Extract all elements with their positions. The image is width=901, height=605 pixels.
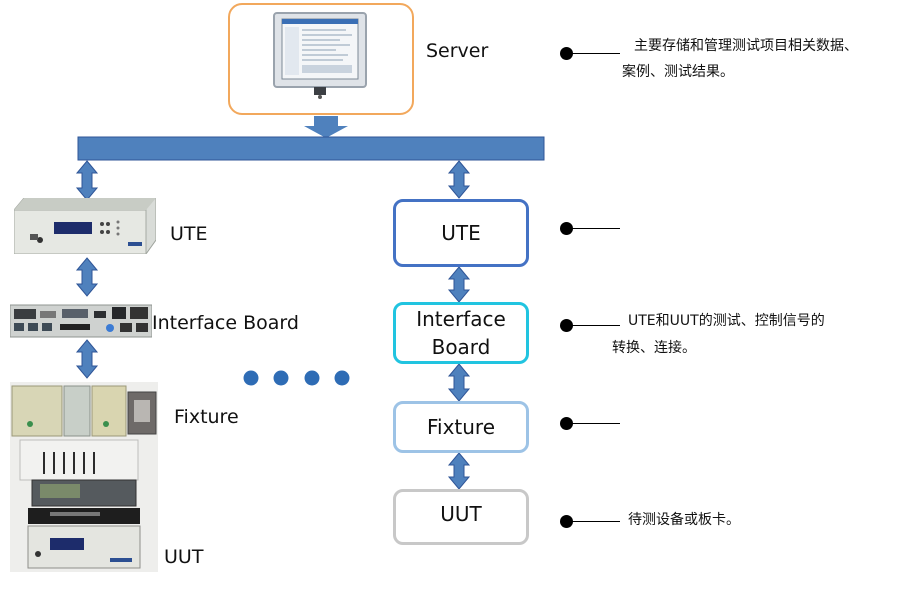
- server-label: Server: [426, 40, 489, 62]
- interface-desc-line1: UTE和UUT的测试、控制信号的: [628, 313, 825, 329]
- network-bus: [77, 136, 545, 161]
- server-to-bus-arrow: [304, 116, 348, 138]
- fixture-desc-bullet: [560, 417, 573, 430]
- uut-desc-line: [572, 521, 620, 522]
- uut-desc-line1: 待测设备或板卡。: [628, 512, 740, 528]
- ute-label: UTE: [170, 223, 208, 245]
- ute-desc-bullet: [560, 222, 573, 235]
- ute-device-icon: [14, 198, 156, 254]
- uut-label: UUT: [164, 546, 204, 568]
- interface-board-node-label: Interface Board: [416, 305, 506, 361]
- bus-ute-left-arrow: [75, 160, 99, 201]
- ute-node-label: UTE: [441, 221, 481, 245]
- interface-node-line2: Board: [431, 335, 491, 359]
- server-desc-line1: 主要存储和管理测试项目相关数据、: [634, 38, 858, 54]
- server-desc-line2: 案例、测试结果。: [622, 64, 734, 80]
- fixture-node: Fixture: [393, 401, 529, 453]
- server-monitor-icon: [273, 12, 367, 99]
- interface-fixture-left-arrow: [75, 339, 99, 379]
- interface-desc-line: [572, 325, 620, 326]
- uut-node-label: UUT: [440, 502, 482, 526]
- uut-desc-bullet: [560, 515, 573, 528]
- interface-desc-line2: 转换、连接。: [612, 340, 696, 356]
- fixture-node-label: Fixture: [426, 415, 496, 439]
- bus-ute-right-arrow: [447, 160, 471, 199]
- ute-interface-right-arrow: [447, 266, 471, 303]
- fixture-uut-right-arrow: [447, 452, 471, 490]
- interface-board-node: Interface Board: [393, 302, 529, 364]
- fixture-label: Fixture: [174, 406, 239, 428]
- interface-board-label: Interface Board: [152, 312, 299, 334]
- ute-node: UTE: [393, 199, 529, 267]
- fixture-equipment-icon: [10, 382, 158, 572]
- server-box: [228, 3, 414, 115]
- server-desc-line: [572, 53, 620, 54]
- ellipsis-icon: [243, 370, 350, 386]
- fixture-desc-line: [572, 423, 620, 424]
- interface-desc-bullet: [560, 319, 573, 332]
- ute-interface-left-arrow: [75, 257, 99, 297]
- interface-fixture-right-arrow: [447, 363, 471, 402]
- interface-board-icon: [10, 304, 152, 338]
- interface-node-line1: Interface: [416, 307, 506, 331]
- server-desc-bullet: [560, 47, 573, 60]
- ute-desc-line: [572, 228, 620, 229]
- uut-node: UUT: [393, 489, 529, 545]
